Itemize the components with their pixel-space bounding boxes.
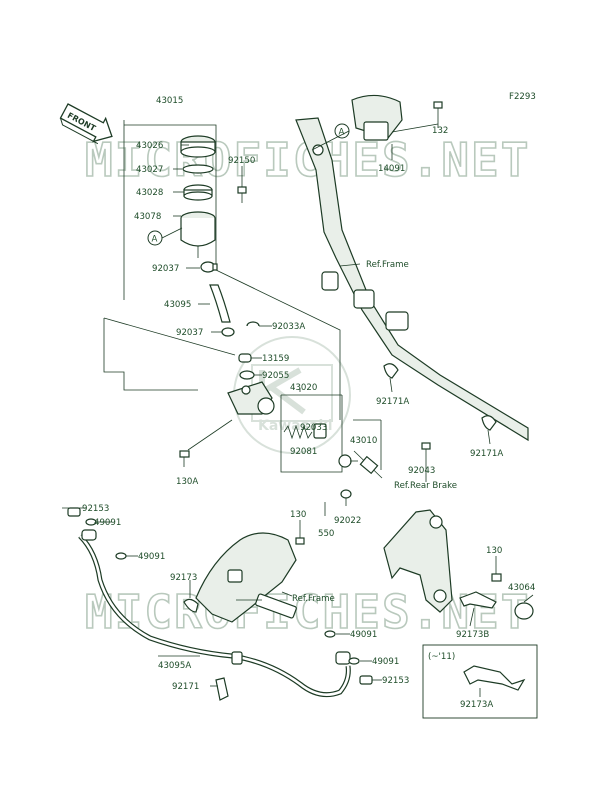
- label-43095: 43095: [164, 300, 191, 310]
- group-bracket-lower: [103, 318, 198, 391]
- group-bracket-top: [124, 124, 217, 270]
- hose-clamp-upper: [200, 261, 218, 273]
- label-92173: 92173: [170, 573, 197, 583]
- label-92033: 92033: [300, 423, 327, 433]
- master-cylinder-body: [227, 381, 275, 415]
- label-49091-b: 49091: [138, 552, 165, 562]
- bracket-92173b: [459, 591, 497, 609]
- banjo-bolt-92153-lower: [359, 675, 373, 685]
- clamp-92171: [215, 677, 229, 701]
- label-92171a-lower: 92171A: [470, 449, 503, 459]
- bolt-130-middle: [295, 526, 305, 545]
- hose-fitting-lower: [335, 651, 351, 665]
- circlip-92033a: [246, 321, 260, 327]
- label-43095a: 43095A: [158, 661, 191, 671]
- fitting-13159: [238, 353, 252, 363]
- pin-92043: [421, 442, 431, 470]
- label-43026: 43026: [136, 141, 163, 151]
- label-49091-d: 49091: [372, 657, 399, 667]
- clamp-92171a-lower: [481, 415, 497, 431]
- label-130-middle: 130: [290, 510, 306, 520]
- collar-43064: [514, 602, 534, 620]
- gasket-49091-b: [115, 552, 127, 560]
- reservoir: [180, 211, 216, 258]
- label-92055: 92055: [262, 371, 289, 381]
- label-43015: 43015: [156, 96, 183, 106]
- clamp-92171a-upper: [383, 363, 399, 379]
- label-43010: 43010: [350, 436, 377, 446]
- label-43064: 43064: [508, 583, 535, 593]
- label-ref-frame-lower: Ref.Frame: [292, 594, 335, 604]
- gasket-49091-d: [348, 657, 360, 665]
- label-92153-lower: 92153: [382, 676, 409, 686]
- clamp-92173: [183, 598, 199, 613]
- washer-92022: [340, 489, 352, 499]
- diaphragm-plate: [182, 164, 214, 174]
- bolt-132: [433, 101, 443, 124]
- inset-box: [422, 644, 538, 719]
- hose-sleeve: [231, 651, 243, 665]
- label-49091-c: 49091: [350, 630, 377, 640]
- hose-fitting-upper: [81, 529, 97, 541]
- label-43020: 43020: [290, 383, 317, 393]
- spring-92081: [283, 424, 313, 440]
- label-550: 550: [318, 529, 334, 539]
- bolt-92150: [237, 186, 247, 203]
- label-ref-rear-brake: Ref.Rear Brake: [394, 481, 457, 491]
- svg-text:A: A: [152, 235, 158, 245]
- label-43078: 43078: [134, 212, 161, 222]
- label-92171: 92171: [172, 682, 199, 692]
- label-92173a: 92173A: [460, 700, 493, 710]
- label-92043: 92043: [408, 466, 435, 476]
- piston-body: [313, 423, 327, 439]
- leader-lines: [62, 124, 534, 697]
- label-43027: 43027: [136, 165, 163, 175]
- label-132: 132: [432, 126, 448, 136]
- gasket-49091-c: [324, 630, 336, 638]
- part-labels: 43015 43026 43027 43028 43078 92150 9203…: [82, 96, 535, 710]
- frame-member: [295, 117, 529, 442]
- label-92037-upper: 92037: [152, 264, 179, 274]
- o-ring-92055: [239, 370, 255, 380]
- lower-frame: [195, 532, 297, 623]
- reservoir-cap: [180, 135, 216, 158]
- rear-brake-bracket: [383, 509, 453, 613]
- bolt-130-right: [491, 568, 502, 582]
- label-92081: 92081: [290, 447, 317, 457]
- label-130-right: 130: [486, 546, 502, 556]
- label-92153-upper: 92153: [82, 504, 109, 514]
- reservoir-hose: [209, 284, 231, 323]
- bracket-92173a: [463, 665, 526, 691]
- hose-clamp-lower: [221, 327, 235, 337]
- label-92037-lower: 92037: [176, 328, 203, 338]
- label-43028: 43028: [136, 188, 163, 198]
- label-92171a-upper: 92171A: [376, 397, 409, 407]
- label-92022: 92022: [334, 516, 361, 526]
- label-13159: 13159: [262, 354, 289, 364]
- label-92150: 92150: [228, 156, 255, 166]
- figure-code: F2293: [509, 92, 536, 102]
- label-130a-bolt: 130A: [176, 477, 198, 487]
- circlip-92033: [338, 454, 352, 468]
- label-92173b: 92173B: [456, 630, 489, 640]
- ref-marker-a-lower: A: [147, 230, 163, 246]
- heat-guard-14091: [351, 94, 403, 141]
- label-14091: 14091: [378, 164, 405, 174]
- watermark-bottom: MICROFICHES.NET: [85, 585, 530, 639]
- label-sub-note: (~'11): [428, 652, 455, 662]
- ref-marker-a-upper: A: [334, 123, 350, 139]
- svg-text:A: A: [339, 128, 345, 138]
- bolt-130a: [179, 450, 190, 467]
- banjo-bolt-92153-upper: [67, 507, 81, 517]
- push-rod: [353, 450, 383, 479]
- diaphragm: [183, 184, 213, 201]
- label-92033a: 92033A: [272, 322, 305, 332]
- piston-frame: [280, 395, 343, 473]
- label-49091-a: 49091: [94, 518, 121, 528]
- label-ref-frame-upper: Ref.Frame: [366, 260, 409, 270]
